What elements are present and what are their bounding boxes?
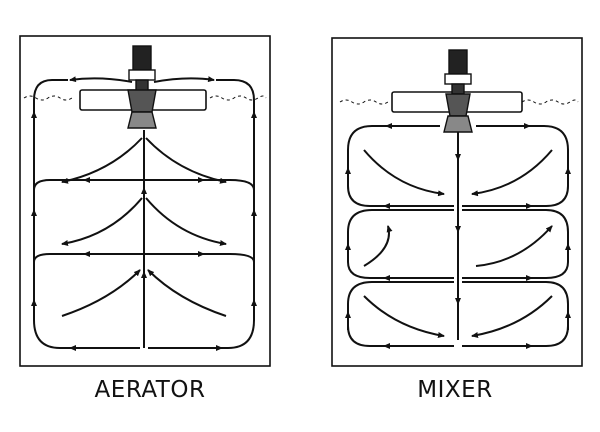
motor-icon [128, 45, 156, 93]
flow-arrow-icon [61, 269, 141, 317]
water-surface-icon [339, 99, 579, 105]
flow-arrow-icon [69, 76, 133, 83]
flow-arrow-icon [462, 209, 569, 279]
flow-arrow-icon [153, 76, 215, 83]
aerator-diagram [19, 35, 271, 367]
impeller-icon [127, 89, 157, 129]
flow-arrow-icon [363, 149, 445, 197]
flow-arrow-icon [462, 281, 569, 347]
flow-arrow-icon [61, 137, 143, 184]
flow-arrow-icon [347, 281, 454, 347]
aerator-label: AERATOR [94, 377, 206, 403]
flow-arrow-icon [147, 269, 227, 317]
flow-arrow-icon [145, 137, 227, 184]
flow-arrow-icon [33, 179, 255, 191]
aerator-tank [19, 35, 271, 367]
flow-arrow-icon [148, 79, 255, 349]
flow-arrow-icon [475, 225, 553, 267]
flow-arrow-icon [61, 197, 143, 246]
mixer-diagram [331, 37, 583, 367]
flow-arrow-icon [347, 209, 454, 279]
motor-icon [444, 49, 472, 95]
flow-arrow-icon [33, 79, 140, 349]
flow-arrow-icon [471, 149, 553, 197]
mixer-tank [331, 37, 583, 367]
flow-arrow-icon [363, 225, 393, 267]
impeller-icon [443, 93, 473, 133]
flow-arrow-icon [33, 253, 255, 263]
flow-arrow-icon [471, 295, 553, 338]
water-surface-icon [23, 95, 267, 101]
flow-arrow-icon [363, 295, 445, 338]
mixer-label: MIXER [417, 377, 493, 403]
flow-arrow-icon [145, 197, 227, 246]
